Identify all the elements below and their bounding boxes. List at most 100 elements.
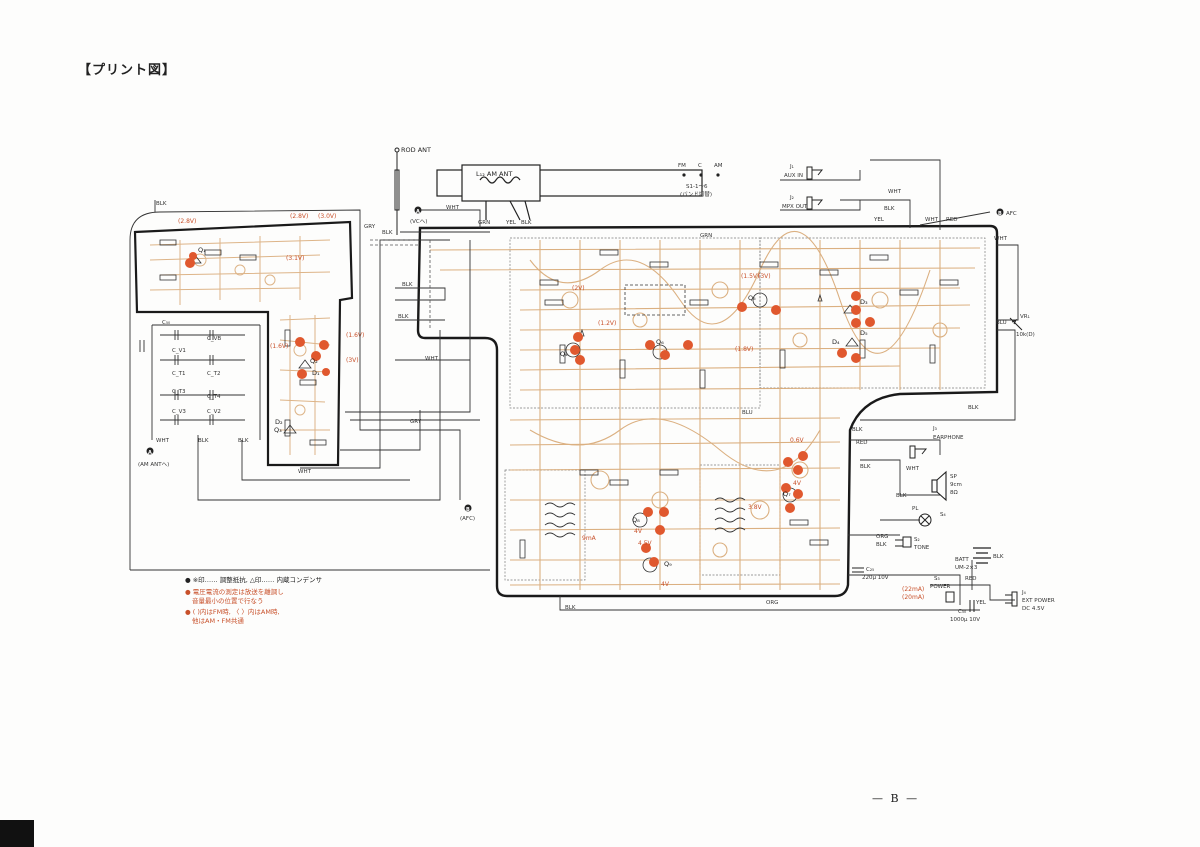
voltage-label: 3.8V (748, 504, 763, 511)
page-title: 【プリント図】 (78, 63, 177, 78)
tuning-cap-label: C_T2 (207, 371, 220, 377)
tuner-board-outline (133, 220, 354, 467)
d3-label: D₃ (860, 298, 868, 306)
wire-label: BLU (742, 410, 753, 416)
main-board-outline (416, 224, 999, 598)
s3-label: S₃ (934, 576, 940, 582)
wire-label: ORG (876, 534, 888, 540)
tuning-cap-label: C_V2 (207, 409, 221, 415)
note-line: 他はAM・FM共通 (192, 616, 244, 625)
tuning-cap-label: C_V1 (172, 348, 186, 354)
rod-antenna (394, 147, 400, 235)
svg-text:B: B (998, 211, 1002, 217)
wire-label: WHT (925, 217, 939, 223)
ext-power-voltage: DC 4.5V (1022, 606, 1045, 612)
tuning-cap-label: C_T1 (172, 371, 185, 377)
wire-label: ORG (766, 600, 778, 606)
voltage-label: (1.2V) (598, 320, 616, 327)
s4-label: S₄ (940, 512, 946, 518)
tone-label: TONE (913, 545, 930, 551)
big-cap-label: C₅₀ (958, 609, 967, 615)
note-line: 音量最小の位置で行なう (192, 596, 264, 605)
d1-label: D₁ (312, 369, 320, 377)
voltage-label: (1.5V) (741, 273, 759, 280)
svg-text:A: A (148, 450, 152, 456)
speaker-impedance-label: 8Ω (950, 490, 958, 496)
battery-type-label: UM-2×3 (955, 565, 978, 571)
wire-label: WHT (888, 189, 902, 195)
battery (973, 547, 991, 564)
voltage-label: (1.6V) (270, 343, 288, 350)
voltage-label: (2.8V) (178, 218, 196, 225)
aux-in-label: AUX IN (784, 173, 803, 179)
mpx-out-label: MPX OUT (782, 204, 808, 210)
vr-value: 10k(D) (1016, 332, 1035, 338)
wire-label: BLK (398, 314, 409, 320)
voltage-label: 0.6V (790, 437, 805, 444)
am-ant-label: L₁₂ AM ANT (476, 170, 512, 178)
q4-label: Q₄ (560, 350, 568, 358)
binding-edge (0, 820, 34, 847)
wire-label: BLK (382, 230, 393, 236)
big-cap-value: 1000μ 10V (950, 617, 980, 623)
pilot-lamp-label: PL (912, 506, 919, 512)
wire-label: BLK (993, 554, 1004, 560)
wire-label: BLK (521, 220, 532, 226)
wire-bundle (370, 239, 431, 330)
tuning-cap-label: C_T3 (172, 389, 186, 395)
s2-label: S₂ (914, 537, 920, 543)
tuner-board: Q₁ Q₂ Q₃ D₁ (2.8V) (2.8V) (3.0V) (3.1V) … (133, 213, 364, 467)
wire-label: WHT (156, 438, 170, 444)
wire-label: GRN (478, 220, 490, 226)
wire-label: BLK (896, 493, 907, 499)
wire-label: BLK (876, 542, 887, 548)
tone-switch (895, 536, 912, 548)
voltage-label: 4V (793, 480, 802, 487)
output-capacitor (852, 567, 864, 573)
connector-a-bottom: A (AM ANTへ) WHT (138, 438, 170, 468)
wire-label: BLK (156, 201, 167, 207)
tuning-capacitor-gang (139, 324, 261, 440)
wire-label: RED (965, 576, 977, 582)
rod-ant-label: ROD ANT (401, 146, 431, 154)
connector-b-top: B AFC (996, 208, 1017, 217)
tuner-adjust-markers (185, 252, 330, 379)
wire-label: BLK (238, 438, 249, 444)
connector-b-caption: (AFC) (460, 516, 475, 522)
svg-text:A: A (416, 209, 420, 215)
page-number: — B — (872, 792, 920, 805)
am-antenna (436, 164, 703, 221)
ext-power-label: EXT POWER (1022, 598, 1055, 604)
svg-text:B: B (466, 507, 470, 513)
q8-label: Q₈ (632, 516, 640, 524)
band-switch-caption: (バンド切替) (680, 190, 712, 198)
d2-label: D₂ (275, 418, 283, 426)
tuning-cap-label: C_V3 (172, 409, 186, 415)
note-line: ● 電圧電流の測定は放送を離調し (185, 587, 284, 596)
wire-label: BLK (860, 464, 871, 470)
transformers (544, 497, 746, 538)
ext-power-jack (1005, 591, 1018, 607)
tuning-cap-label: C_VB (207, 336, 221, 342)
wire-label: YEL (505, 220, 517, 226)
tuning-cap-label: C_T4 (207, 394, 221, 400)
voltage-label: (1.6V) (346, 332, 364, 339)
wire-label: BLK (852, 427, 863, 433)
out-cap-value: 220μ 10V (862, 575, 889, 581)
band-switch-caption: S1-1〜6 (686, 184, 708, 190)
wire-label: BLK (198, 438, 209, 444)
current-label: (22mA) (902, 586, 924, 593)
big-capacitor (969, 600, 975, 612)
wire-label: BLK (968, 405, 979, 411)
band-c-label: C (698, 163, 702, 169)
wire-label: BLK (565, 605, 576, 611)
d5-label: D₅ (860, 329, 868, 337)
battery-label: BATT (955, 557, 969, 563)
jack3-label: J₃ (932, 426, 937, 432)
earphone-jack (909, 445, 928, 459)
out-cap-label: C₂₅ (866, 567, 874, 573)
aux-in-jack (806, 166, 824, 180)
wire-label: YEL (873, 217, 885, 223)
